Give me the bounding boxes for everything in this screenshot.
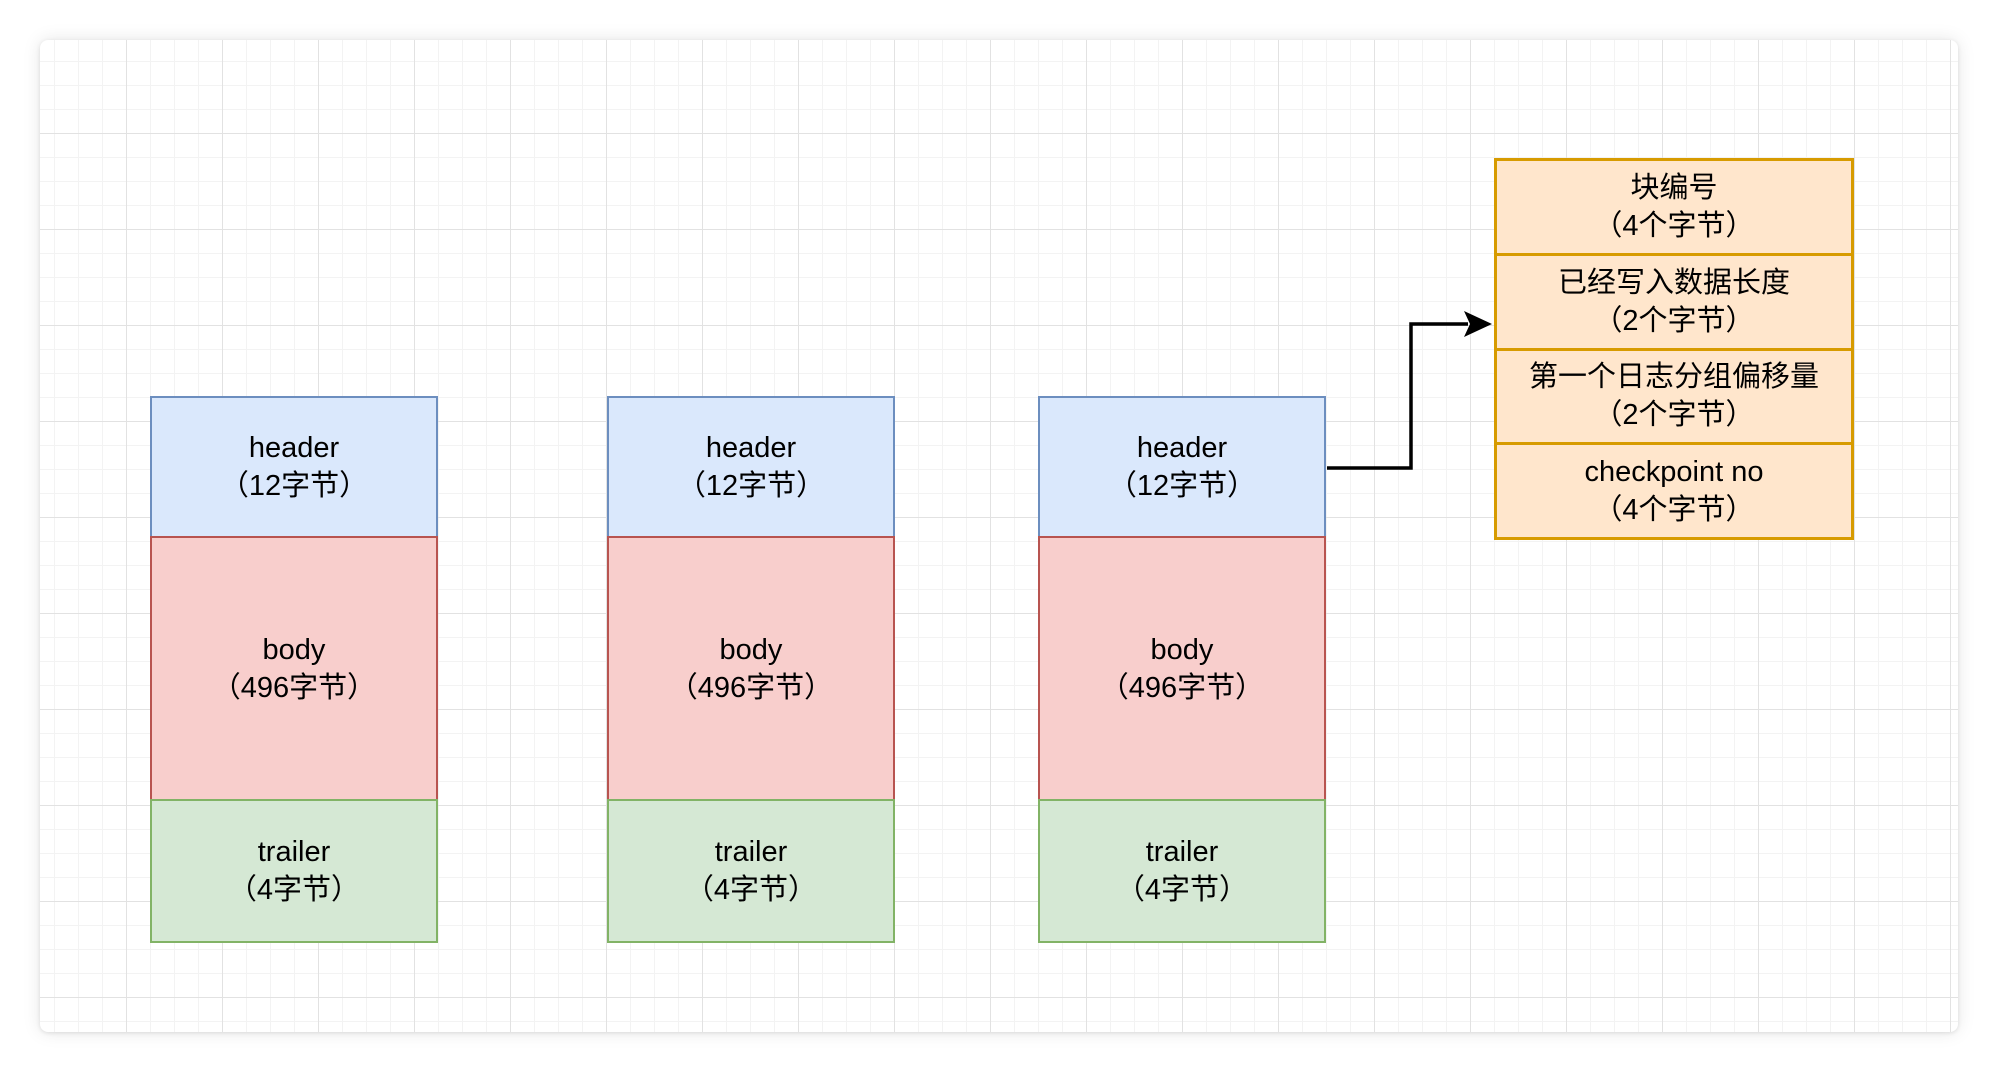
block3-trailer-section: trailer （4字节） [1038,799,1326,943]
section-label: body [262,633,326,666]
section-size: （4字节） [684,874,818,906]
section-size: （496字节） [211,671,377,704]
section-size: （4字节） [1115,874,1249,906]
arrowhead-icon [1464,311,1492,337]
block2-body-section: body （496字节） [607,536,895,801]
detail-row-written-length: 已经写入数据长度 （2个字节） [1497,252,1851,348]
section-size: （12字节） [676,470,826,502]
detail-row-block-number: 块编号 （4个字节） [1497,161,1851,253]
header-detail-box: 块编号 （4个字节） 已经写入数据长度 （2个字节） 第一个日志分组偏移量 （2… [1494,158,1854,540]
section-label: trailer [257,836,331,868]
section-label: header [248,432,340,464]
detail-size: （4个字节） [1593,209,1755,242]
section-size: （496字节） [668,671,834,704]
detail-size: （2个字节） [1593,399,1755,432]
block3-body-section: body （496字节） [1038,536,1326,801]
detail-label: 块编号 [1630,171,1718,204]
detail-label: 第一个日志分组偏移量 [1528,361,1819,394]
section-size: （496字节） [1099,671,1265,704]
detail-label: checkpoint no [1584,456,1764,489]
block3-header-section: header （12字节） [1038,396,1326,538]
block1-header-section: header （12字节） [150,396,438,538]
block2-header-section: header （12字节） [607,396,895,538]
section-label: body [1150,633,1214,666]
block1-body-section: body （496字节） [150,536,438,801]
memory-block-1: header （12字节） body （496字节） trailer （4字节） [150,396,438,943]
detail-label: 已经写入数据长度 [1557,266,1790,299]
section-size: （4字节） [227,874,361,906]
section-label: header [705,432,797,464]
section-label: trailer [1145,836,1219,868]
section-label: trailer [714,836,788,868]
memory-block-2: header （12字节） body （496字节） trailer （4字节） [607,396,895,943]
block2-trailer-section: trailer （4字节） [607,799,895,943]
section-size: （12字节） [219,470,369,502]
detail-size: （2个字节） [1593,304,1755,337]
block1-trailer-section: trailer （4字节） [150,799,438,943]
section-label: body [719,633,783,666]
section-label: header [1136,432,1228,464]
diagram-canvas: header （12字节） body （496字节） trailer （4字节）… [40,40,1958,1032]
detail-row-checkpoint-no: checkpoint no （4个字节） [1497,442,1851,537]
detail-row-first-group-offset: 第一个日志分组偏移量 （2个字节） [1497,347,1851,443]
detail-size: （4个字节） [1593,494,1755,527]
section-size: （12字节） [1107,470,1257,502]
memory-block-3: header （12字节） body （496字节） trailer （4字节） [1038,396,1326,943]
